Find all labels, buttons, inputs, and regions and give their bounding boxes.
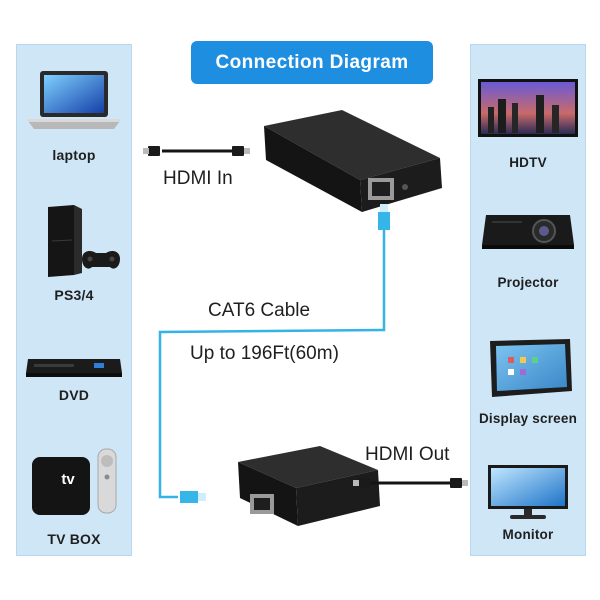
display-device-hdtv: HDTV xyxy=(471,77,585,177)
source-label: laptop xyxy=(52,147,96,163)
source-label: DVD xyxy=(58,387,90,403)
display-label: HDTV xyxy=(509,155,547,170)
monitor-icon xyxy=(488,465,568,519)
hdmi-in-cable xyxy=(143,146,250,156)
source-devices-panel: laptop PS3/4 DVD tv TV BOX xyxy=(16,44,132,556)
cat6-cable xyxy=(158,204,390,503)
projector-icon xyxy=(482,215,574,249)
source-label: PS3/4 xyxy=(54,287,94,303)
source-label: TV BOX xyxy=(47,531,101,547)
hdmi-in-label: HDMI In xyxy=(163,168,233,189)
source-device-dvd: DVD xyxy=(17,345,131,425)
diagram-title: Connection Diagram xyxy=(215,51,409,73)
cable-type-label: CAT6 Cable xyxy=(208,300,311,321)
hdmi-extender-transmitter xyxy=(264,110,442,212)
display-label: Projector xyxy=(497,275,559,290)
source-device-laptop: laptop xyxy=(17,63,131,173)
source-device-ps: PS3/4 xyxy=(17,195,131,325)
tv-box-icon xyxy=(32,448,117,515)
display-devices-panel: HDTV Projector Display screen xyxy=(470,44,586,556)
title-banner: Connection Diagram xyxy=(191,41,433,84)
hdmi-out-label: HDMI Out xyxy=(365,444,450,465)
dvd-player-icon xyxy=(26,359,122,377)
display-device-projector: Projector xyxy=(471,205,585,305)
source-device-tvbox: tv TV BOX xyxy=(17,437,131,557)
cable-range-label: Up to 196Ft(60m) xyxy=(190,343,339,364)
display-device-monitor: Monitor xyxy=(471,463,585,553)
tv-box-logo-text: tv xyxy=(61,471,75,488)
hdtv-icon xyxy=(478,79,578,137)
display-label: Display screen xyxy=(478,411,578,426)
display-device-screen: Display screen xyxy=(471,335,585,435)
hdmi-out-cable xyxy=(353,478,468,488)
display-label: Monitor xyxy=(502,527,554,542)
game-console-icon xyxy=(48,205,120,277)
tablet-display-icon xyxy=(490,339,572,397)
laptop-icon xyxy=(28,71,120,129)
